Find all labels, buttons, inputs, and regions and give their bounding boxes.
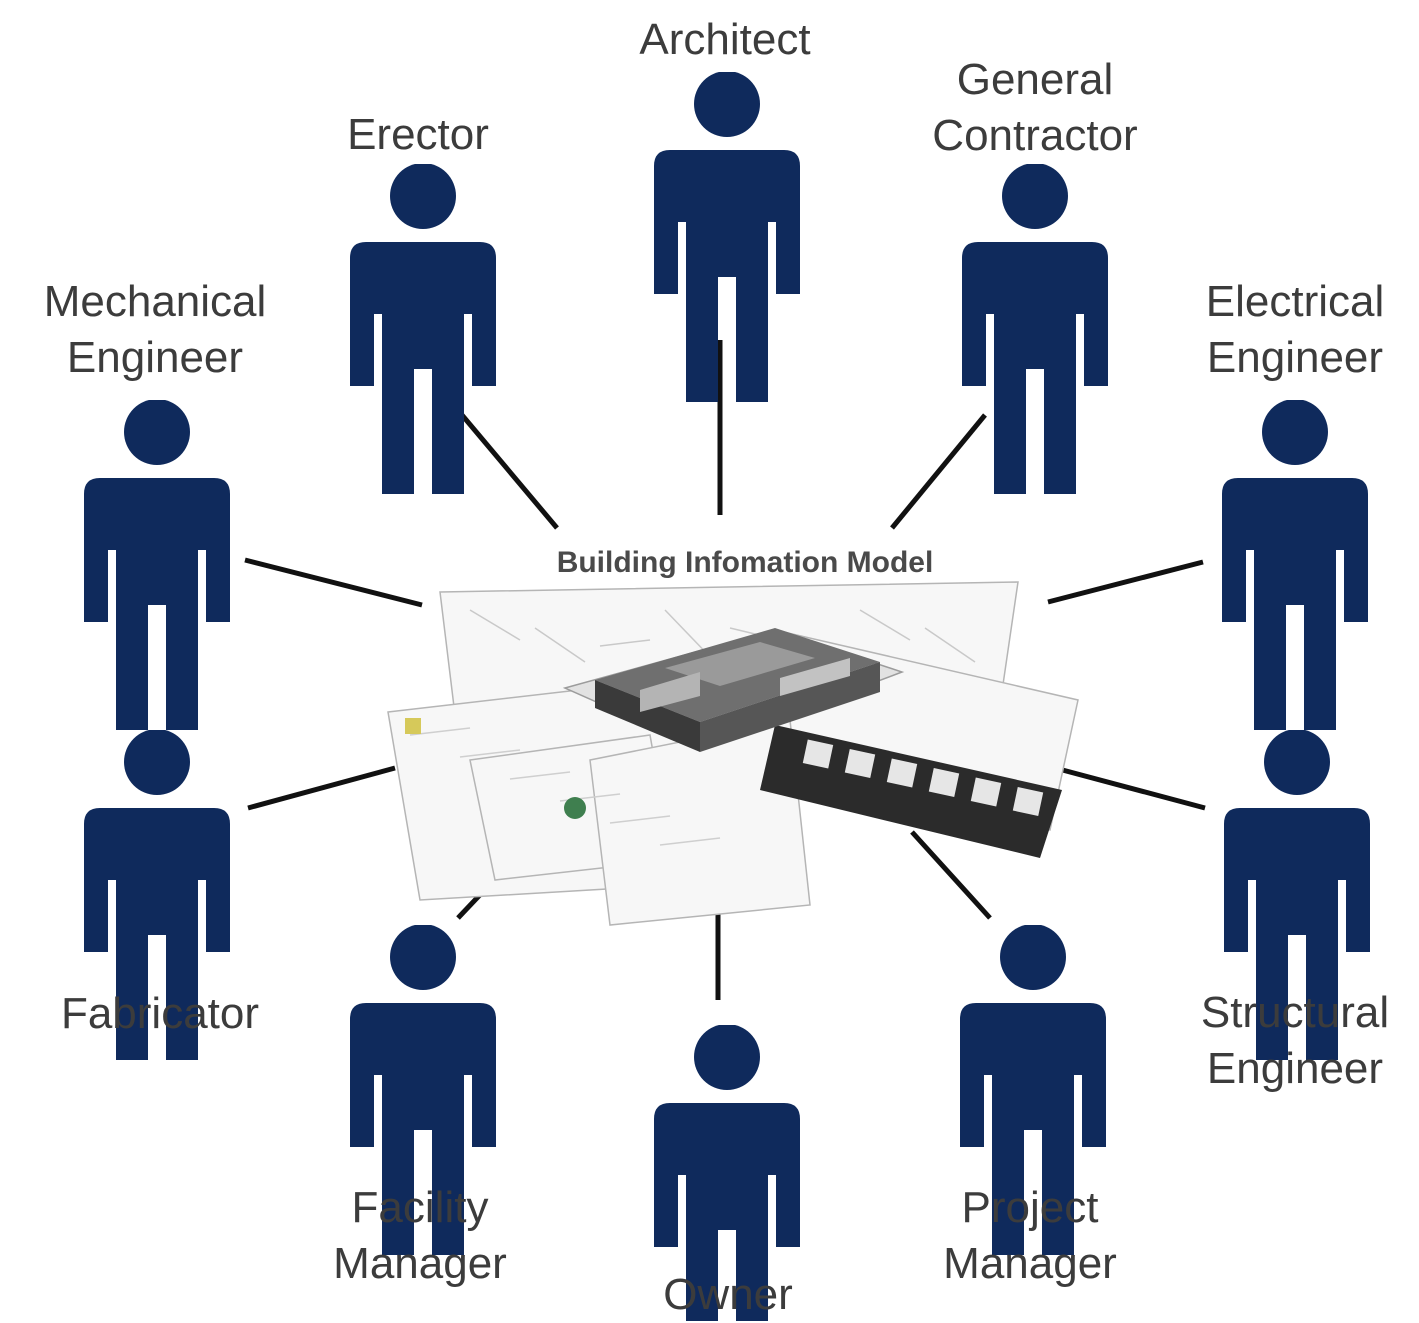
electrical-engineer-label-line: Engineer: [1206, 333, 1384, 382]
electrical-engineer-label-line: Electrical: [1205, 277, 1385, 326]
connector-general-contractor: [890, 413, 987, 530]
architect-label-line: Architect: [639, 15, 811, 64]
mechanical-engineer-label-line: Mechanical: [43, 277, 267, 326]
general-contractor-label-line: Contractor: [932, 111, 1138, 160]
mechanical-engineer-label-line: Engineer: [66, 333, 244, 382]
structural-engineer-label-line: Engineer: [1206, 1044, 1384, 1093]
connector-electrical-engineer: [1047, 559, 1204, 605]
mechanical-engineer-person-icon: [84, 400, 230, 730]
facility-manager-label-line: Facility: [351, 1183, 489, 1232]
architect-person-icon: [654, 72, 800, 402]
connector-erector: [460, 413, 559, 530]
general-contractor-label-line: General: [956, 55, 1114, 104]
project-manager-label-line: Project: [961, 1183, 1099, 1232]
architect-label: Architect: [639, 12, 810, 68]
center-title: Building Infomation Model: [556, 546, 934, 579]
fabricator-label: Fabricator: [61, 986, 259, 1042]
fabricator-label-line: Fabricator: [60, 989, 260, 1038]
project-manager-label-line: Manager: [943, 1239, 1117, 1288]
general-contractor-person-icon: [962, 164, 1108, 494]
connector-project-manager: [910, 830, 992, 920]
owner-label-line: Owner: [663, 1270, 793, 1319]
erector-label-line: Erector: [347, 110, 489, 159]
erector-person-icon: [350, 164, 496, 494]
owner-label: Owner: [663, 1267, 793, 1323]
connector-fabricator: [247, 765, 396, 811]
building-model-collage-icon: [387, 581, 1079, 926]
erector-label: Erector: [347, 107, 489, 163]
facility-manager-label-line: Manager: [333, 1239, 507, 1288]
structural-engineer-label-line: Structural: [1200, 988, 1390, 1037]
connector-lines: [244, 340, 1206, 1000]
electrical-engineer-person-icon: [1222, 400, 1368, 730]
connector-structural-engineer: [1054, 765, 1206, 811]
connector-mechanical-engineer: [244, 557, 423, 608]
